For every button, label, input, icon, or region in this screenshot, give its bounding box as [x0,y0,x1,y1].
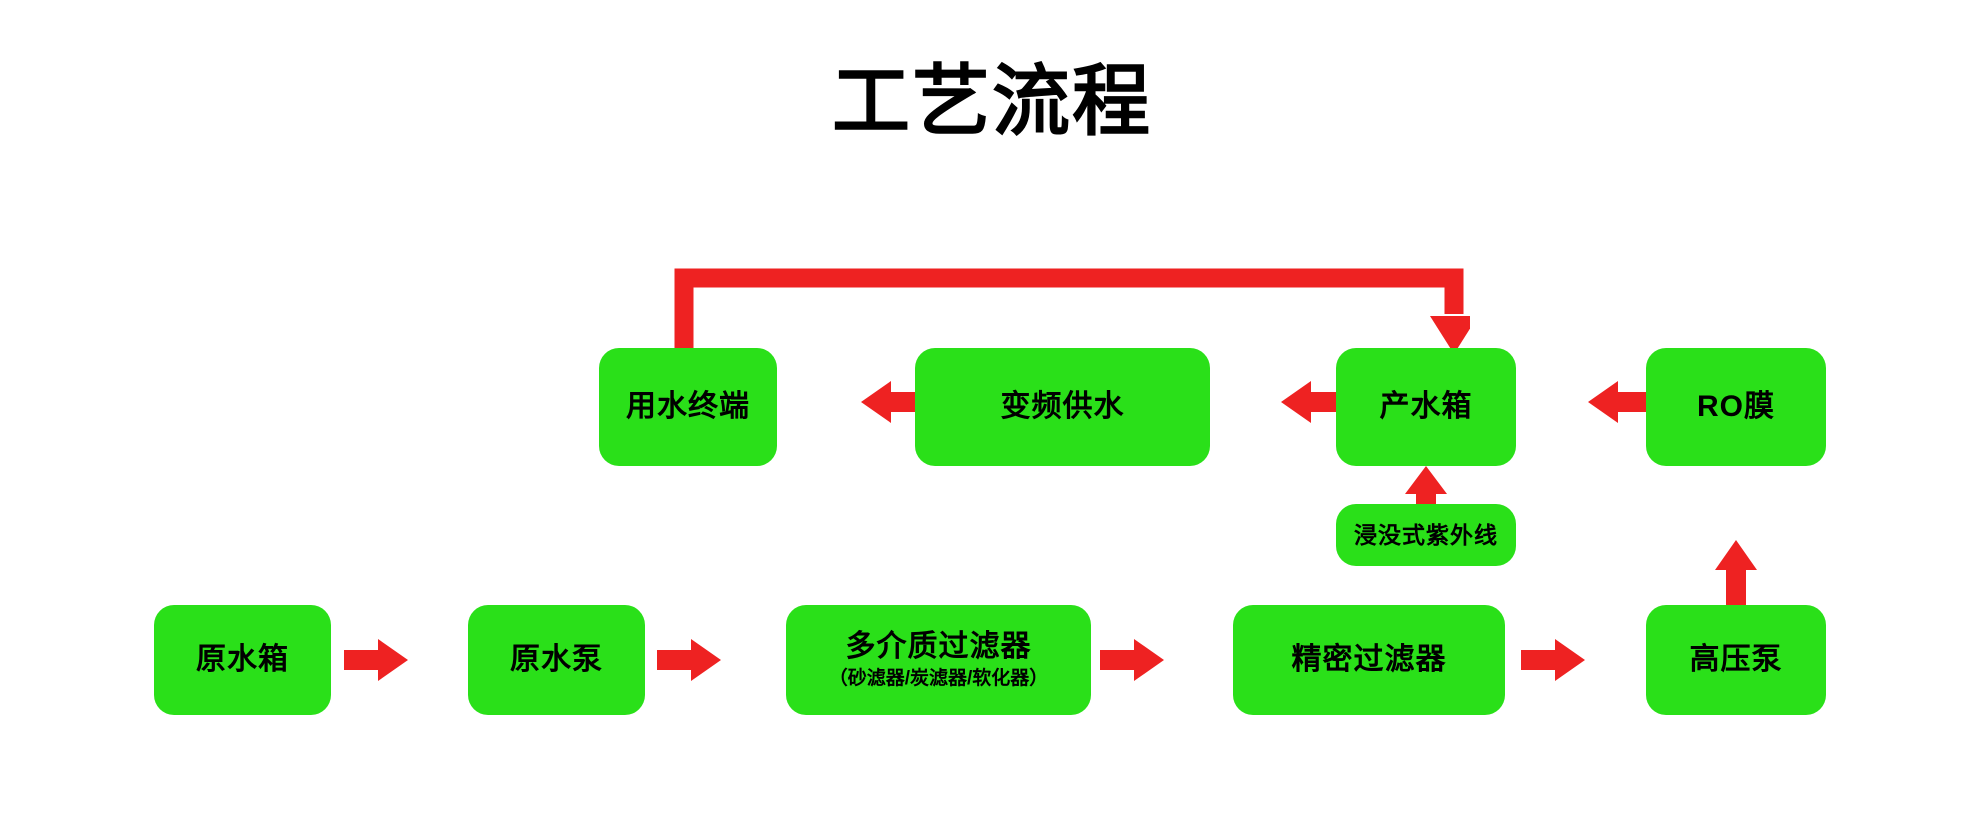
arrow-supply-to-terminal [861,378,925,426]
node-product-water-tank[interactable]: 产水箱 [1336,348,1516,466]
arrow-raw-pump-to-multimedia-filter [657,636,721,684]
return-connector-terminal-to-product-tank [668,262,1470,362]
page-title: 工艺流程 [831,57,1152,145]
node-raw-water-tank[interactable]: 原水箱 [154,605,331,715]
node-label: RO膜 [1697,389,1775,423]
node-label: 产水箱 [1379,389,1473,423]
arrow-uv-to-product-tank [1402,466,1450,526]
node-immersion-uv[interactable]: 浸没式紫外线 [1336,504,1516,566]
node-label: 高压泵 [1689,642,1783,676]
node-label: 多介质过滤器 [845,629,1032,663]
node-multimedia-filter[interactable]: 多介质过滤器 （砂滤器/炭滤器/软化器） [786,605,1091,715]
arrow-multimedia-to-precision-filter [1100,636,1164,684]
node-water-use-terminal[interactable]: 用水终端 [599,348,777,466]
node-high-pressure-pump[interactable]: 高压泵 [1646,605,1826,715]
arrow-raw-tank-to-raw-pump [344,636,408,684]
node-label: 原水箱 [196,642,289,676]
node-sublabel: （砂滤器/炭滤器/软化器） [828,668,1049,690]
node-precision-filter[interactable]: 精密过滤器 [1233,605,1505,715]
node-label: 用水终端 [626,389,750,423]
arrow-hp-pump-to-ro [1712,540,1760,606]
arrow-ro-to-product-tank [1588,378,1652,426]
arrow-product-tank-to-supply [1281,378,1345,426]
node-raw-water-pump[interactable]: 原水泵 [468,605,645,715]
node-label: 精密过滤器 [1291,642,1447,676]
node-ro-membrane[interactable]: RO膜 [1646,348,1826,466]
node-label: 浸没式紫外线 [1354,521,1498,548]
node-label: 变频供水 [1000,389,1125,423]
node-label: 原水泵 [510,642,603,676]
arrow-precision-filter-to-hp-pump [1521,636,1585,684]
node-variable-frequency-supply[interactable]: 变频供水 [915,348,1210,466]
